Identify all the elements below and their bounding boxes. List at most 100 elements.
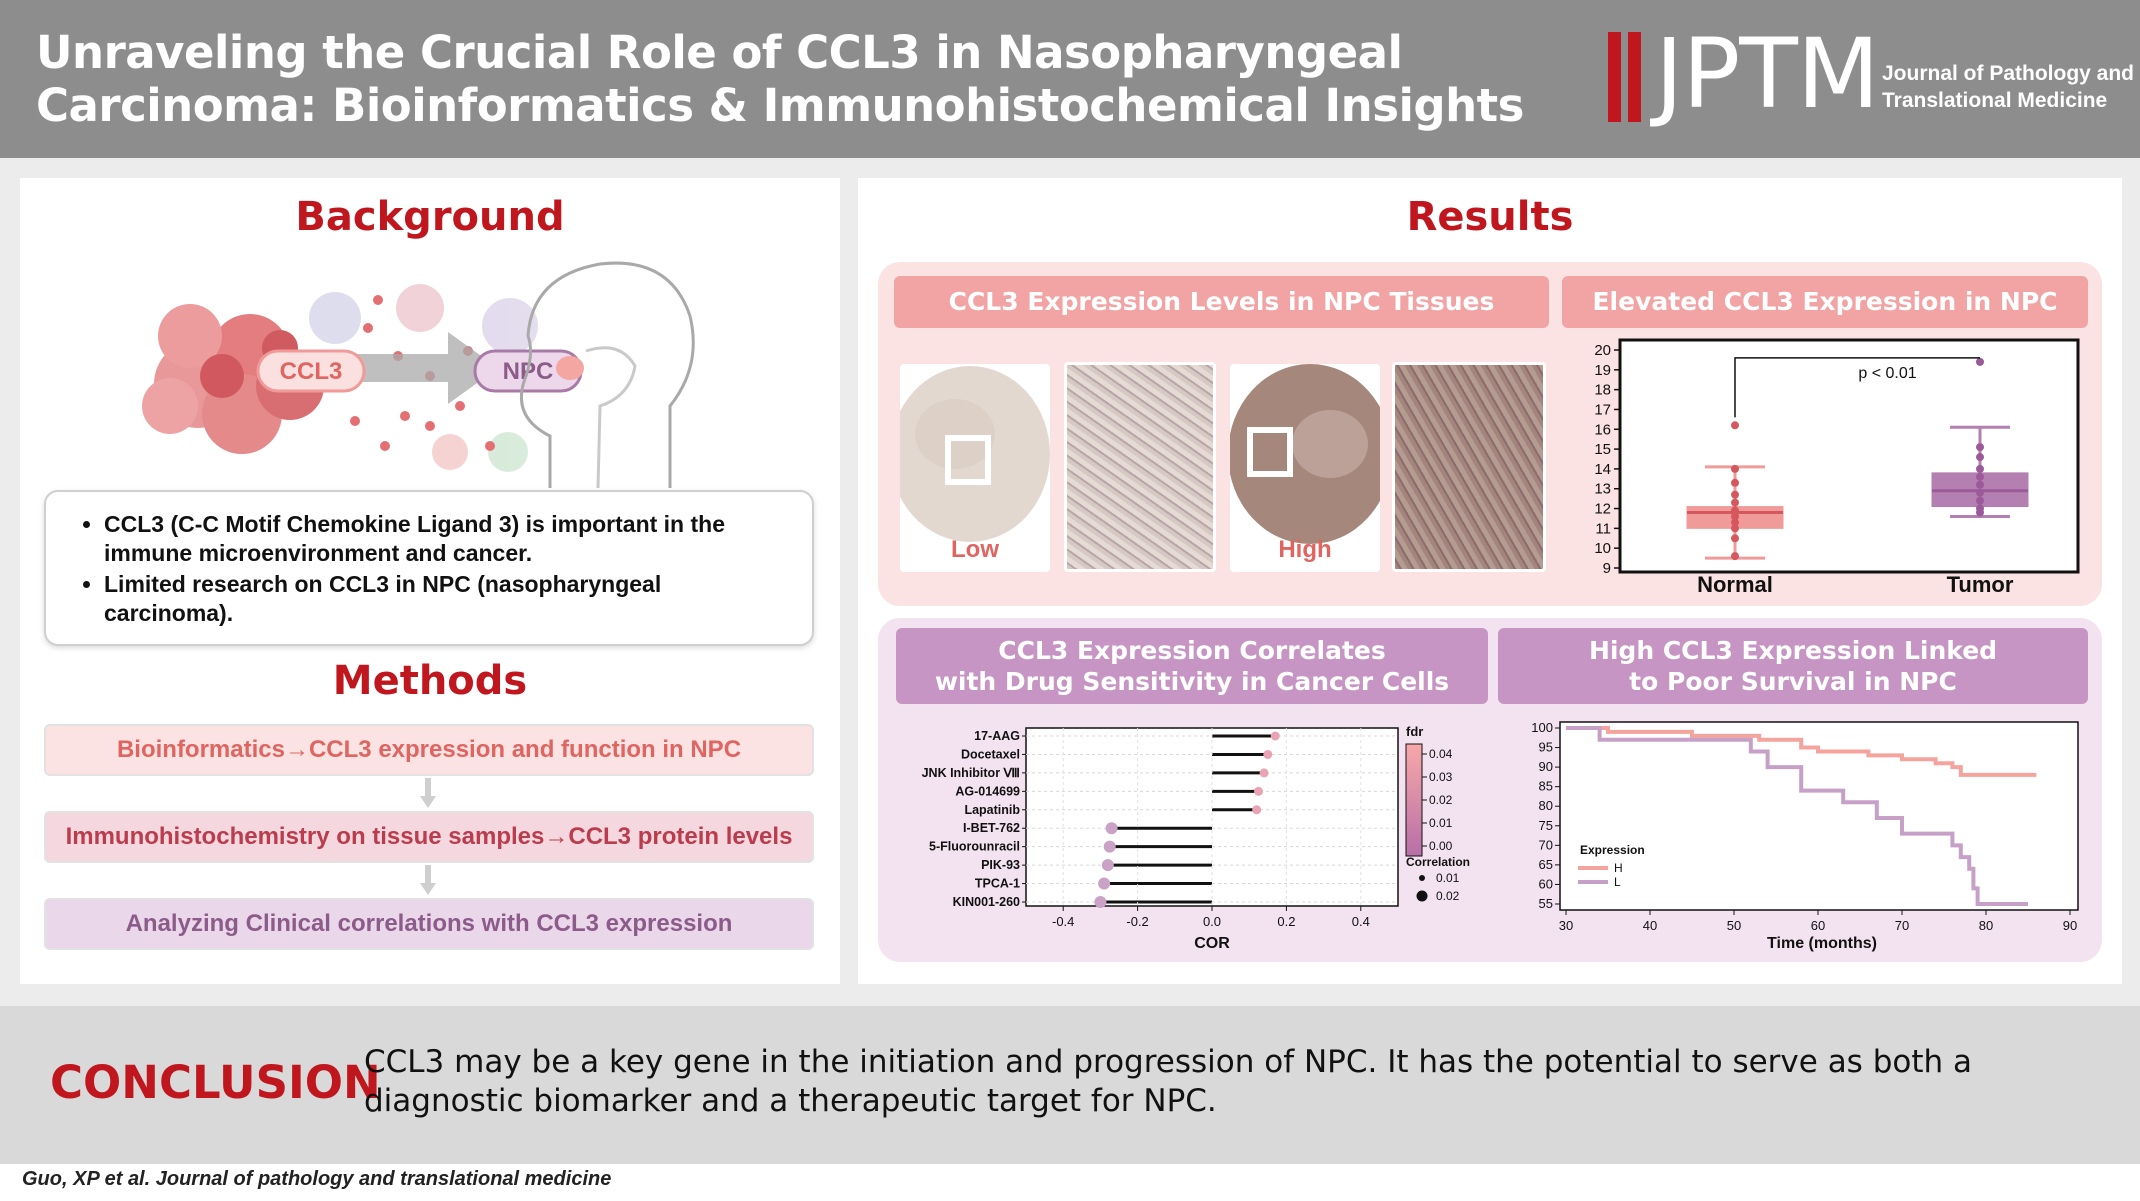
size-legend-dot (1416, 890, 1428, 902)
x-category-label: Normal (1697, 572, 1773, 597)
data-point (1976, 464, 1984, 473)
fdr-tick-label: 0.03 (1429, 770, 1453, 784)
y-tick-label: 90 (1539, 759, 1553, 774)
drug-label: AG-014699 (955, 784, 1020, 798)
x-tick-label: 90 (2063, 918, 2077, 933)
arrow-down-icon (420, 778, 436, 808)
background-bullet-2: Limited research on CCL3 in NPC (nasopha… (104, 570, 792, 628)
data-point (1731, 498, 1739, 507)
fdr-tick-label: 0.02 (1429, 793, 1453, 807)
background-bullets: CCL3 (C-C Motif Chemokine Ligand 3) is i… (44, 490, 814, 646)
y-tick-label: 19 (1594, 362, 1611, 379)
head-profile-icon (520, 261, 695, 488)
drug-label: PIK-93 (981, 858, 1020, 872)
zoom-box-low (945, 435, 991, 485)
fdr-colorbar (1405, 743, 1423, 857)
x-category-label: Tumor (1947, 572, 2014, 597)
x-tick-label: 30 (1559, 918, 1573, 933)
method-step-2: Immunohistochemistry on tissue samples→C… (44, 811, 814, 863)
x-axis-label: Time (months) (1767, 935, 1877, 952)
y-tick-label: 18 (1594, 382, 1611, 399)
y-tick-label: 85 (1539, 779, 1553, 794)
data-point (1731, 524, 1739, 533)
y-tick-label: 11 (1595, 520, 1611, 537)
drug-label: JNK Inhibitor Ⅷ (922, 766, 1021, 780)
lollipop-dot (1252, 805, 1262, 815)
data-point (1976, 453, 1984, 462)
data-point (1731, 506, 1739, 515)
ccl3-label: CCL3 (280, 358, 343, 385)
drug-header-line-2: with Drug Sensitivity in Cancer Cells (934, 667, 1450, 696)
conclusion-text: CCL3 may be a key gene in the initiation… (364, 1044, 1972, 1119)
header-banner: Unraveling the Crucial Role of CCL3 in N… (0, 0, 2140, 158)
data-point (1731, 478, 1739, 487)
y-tick-label: 13 (1594, 481, 1611, 498)
y-tick-label: 17 (1594, 401, 1611, 418)
size-legend-dot (1419, 875, 1425, 881)
data-point (1976, 472, 1984, 481)
drug-label: 5-Fluorounracil (929, 840, 1020, 854)
y-tick-label: 10 (1594, 540, 1611, 557)
journal-logo: JPTM (1655, 18, 1880, 130)
ihc-high-overview (1230, 364, 1380, 572)
x-tick-label: -0.4 (1052, 914, 1074, 929)
data-point (1976, 488, 1984, 497)
title-line-1: Unraveling the Crucial Role of CCL3 in N… (36, 26, 1403, 79)
significance-bracket (1734, 357, 1980, 418)
data-point (1976, 443, 1984, 452)
ihc-high-zoom (1392, 362, 1546, 572)
size-legend-label: 0.01 (1436, 871, 1460, 885)
y-tick-label: 55 (1539, 896, 1553, 911)
legend-title: Expression (1580, 843, 1645, 857)
y-tick-label: 70 (1539, 837, 1553, 852)
lollipop-dot (1270, 731, 1280, 741)
x-tick-label: 70 (1895, 918, 1909, 933)
y-tick-label: 14 (1594, 461, 1611, 478)
data-point (1731, 552, 1739, 561)
arrow-right-icon (350, 332, 498, 404)
journal-name-line-1: Journal of Pathology and (1882, 62, 2135, 85)
plot-frame (1025, 727, 1399, 907)
ihc-high-label: High (1278, 536, 1332, 563)
lollipop-dot (1098, 877, 1111, 890)
y-tick-label: 9 (1603, 560, 1611, 577)
lollipop-dot (1259, 768, 1269, 778)
drug-label: TPCA-1 (975, 877, 1020, 891)
y-tick-label: 75 (1539, 818, 1553, 833)
y-tick-label: 65 (1539, 857, 1553, 872)
immune-cells-icon (309, 284, 538, 472)
data-point (1731, 534, 1739, 543)
y-tick-label: 95 (1539, 740, 1553, 755)
background-illustration: CCL3 NPC (142, 261, 695, 488)
drug-label: I-BET-762 (963, 821, 1020, 835)
data-point (1976, 496, 1984, 505)
y-tick-label: 100 (1531, 720, 1553, 735)
title-line-2: Carcinoma: Bioinformatics & Immunohistoc… (36, 79, 1524, 132)
lollipop-dot (1263, 749, 1273, 759)
y-tick-label: 80 (1539, 798, 1553, 813)
method-step-3: Analyzing Clinical correlations with CCL… (44, 898, 814, 950)
survival-header: High CCL3 Expression Linked to Poor Surv… (1498, 628, 2088, 704)
data-point (1731, 518, 1739, 527)
journal-name-line-2: Translational Medicine (1882, 89, 2108, 112)
size-legend-label: 0.02 (1436, 889, 1460, 903)
y-tick-label: 16 (1594, 421, 1611, 438)
x-tick-label: 60 (1811, 918, 1825, 933)
lollipop-dot (1101, 859, 1114, 872)
x-tick-label: 0.4 (1352, 914, 1370, 929)
background-bullet-1: CCL3 (C-C Motif Chemokine Ligand 3) is i… (104, 510, 792, 568)
survival-header-line-2: to Poor Survival in NPC (1629, 667, 1957, 696)
legend-label: L (1614, 875, 1621, 889)
fdr-tick-label: 0.01 (1429, 816, 1453, 830)
x-tick-label: 0.2 (1277, 914, 1295, 929)
survival-curve-h (1566, 726, 2037, 777)
x-tick-label: 0.0 (1203, 914, 1221, 929)
fdr-tick-label: 0.00 (1429, 839, 1453, 853)
ccl3-pill (256, 349, 366, 393)
y-tick-label: 20 (1594, 342, 1611, 359)
citation-footer: Guo, XP et al. Journal of pathology and … (22, 1168, 612, 1190)
drug-label: 17-AAG (974, 729, 1020, 743)
drug-label: Docetaxel (961, 747, 1020, 761)
